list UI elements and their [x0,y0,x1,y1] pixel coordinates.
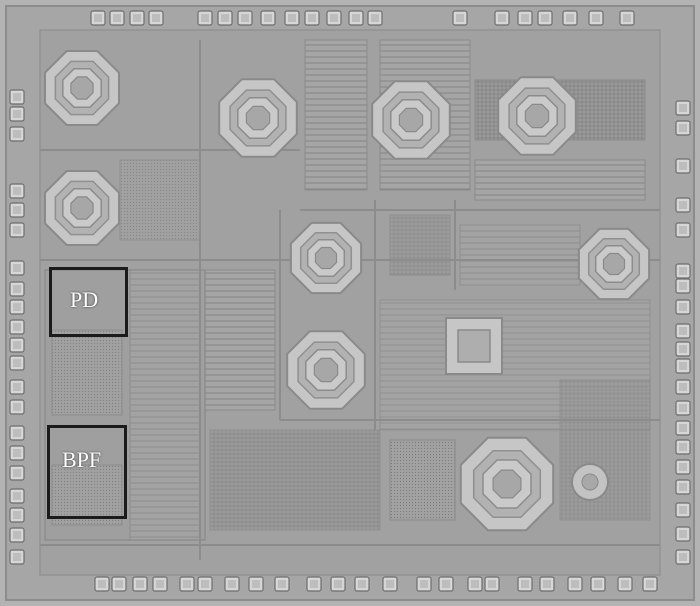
pd-label: PD [70,287,99,312]
bpf-region-box [47,425,127,519]
bpf-label: BPF [62,447,102,472]
pd-region-box [49,267,128,337]
